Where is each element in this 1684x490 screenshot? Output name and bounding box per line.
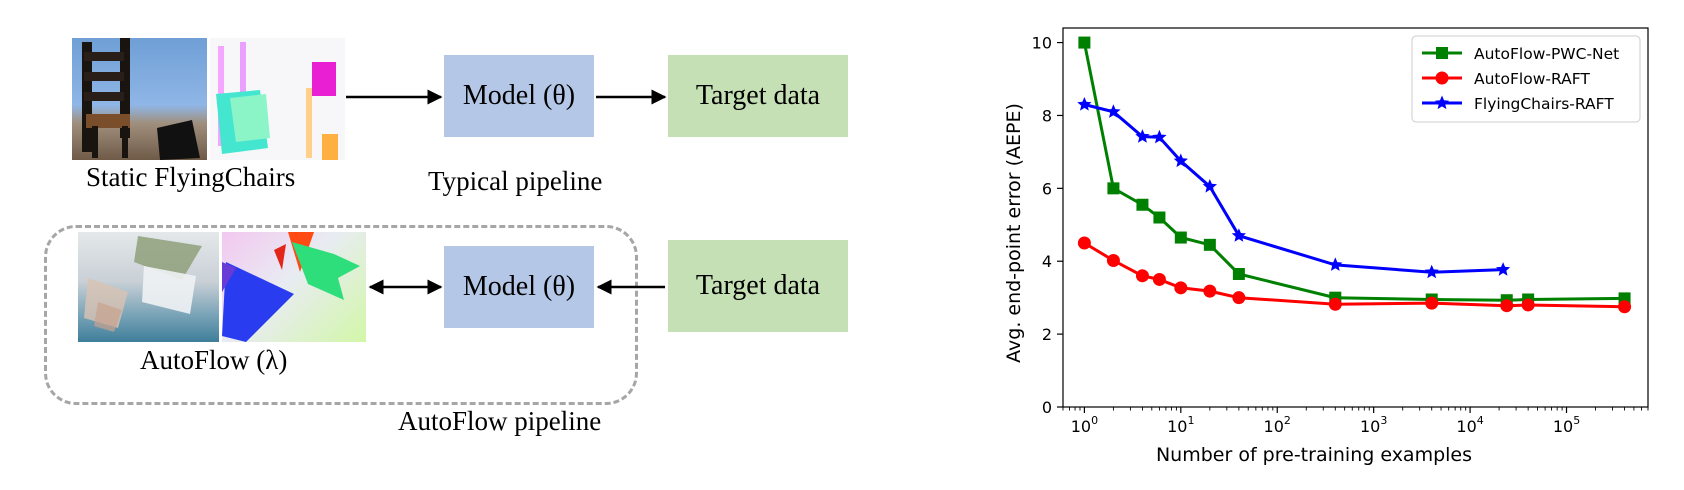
autoflow-dashed-group bbox=[44, 225, 638, 405]
data-point bbox=[1231, 228, 1246, 242]
autoflow-graphic bbox=[84, 236, 202, 332]
data-point bbox=[1152, 272, 1166, 286]
series-autoflow-raft bbox=[1077, 236, 1632, 314]
data-point bbox=[1232, 267, 1245, 280]
series-line bbox=[1084, 103, 1504, 274]
data-point bbox=[1152, 129, 1167, 144]
data-point bbox=[1174, 281, 1188, 295]
x-tick-label: 101 bbox=[1167, 414, 1194, 436]
typical-target-label: Target data bbox=[695, 80, 821, 111]
autoflow-model-box: Model (θ) bbox=[444, 246, 594, 328]
legend-label: AutoFlow-RAFT bbox=[1474, 70, 1590, 88]
data-point bbox=[1521, 298, 1535, 312]
y-tick-label: 2 bbox=[1042, 325, 1052, 344]
data-point bbox=[1173, 153, 1188, 168]
series-flyingchairs-raft bbox=[1077, 97, 1511, 279]
y-tick-label: 4 bbox=[1042, 252, 1052, 271]
chart-series bbox=[1077, 36, 1632, 314]
data-point bbox=[1203, 284, 1217, 298]
y-tick-label: 6 bbox=[1042, 179, 1052, 198]
data-point bbox=[1618, 300, 1632, 314]
typical-target-box: Target data bbox=[668, 55, 848, 137]
autoflow-target-label: Target data bbox=[695, 270, 821, 301]
typical-pipeline-caption: Typical pipeline bbox=[428, 166, 603, 196]
x-tick-label: 102 bbox=[1264, 414, 1291, 436]
chairs-image bbox=[72, 38, 207, 160]
data-point bbox=[1328, 297, 1342, 311]
x-tick-label: 104 bbox=[1456, 414, 1483, 436]
data-point bbox=[1078, 36, 1091, 49]
flow-graphic bbox=[216, 42, 338, 160]
y-tick-label: 8 bbox=[1042, 106, 1052, 125]
plot-frame bbox=[1062, 27, 1649, 408]
y-axis-label: Avg. end-point error (AEPE) bbox=[1003, 103, 1025, 363]
typical-model-label: Model (θ) bbox=[462, 80, 576, 111]
data-point bbox=[1328, 257, 1343, 271]
data-point bbox=[1153, 211, 1166, 224]
legend-label: FlyingChairs-RAFT bbox=[1474, 95, 1614, 113]
autoflow-label: AutoFlow (λ) bbox=[140, 345, 288, 375]
data-point bbox=[1232, 291, 1246, 305]
data-point bbox=[1077, 97, 1092, 111]
legend-marker bbox=[1435, 71, 1449, 85]
x-tick-label: 100 bbox=[1071, 414, 1098, 436]
legend-marker bbox=[1434, 95, 1450, 110]
autoflow-image bbox=[78, 232, 219, 342]
autoflow-model-label: Model (θ) bbox=[462, 271, 576, 302]
legend-box bbox=[1411, 35, 1641, 123]
autoflow-pipeline-caption: AutoFlow pipeline bbox=[398, 406, 602, 436]
data-point bbox=[1136, 198, 1149, 211]
data-point bbox=[1135, 269, 1149, 283]
flow-image bbox=[210, 38, 345, 160]
autoflow-target-box: Target data bbox=[668, 240, 848, 332]
legend-marker bbox=[1436, 47, 1448, 59]
x-tick-label: 105 bbox=[1553, 414, 1580, 436]
data-point bbox=[1203, 238, 1216, 251]
data-point bbox=[1174, 231, 1187, 244]
diagram-arrows bbox=[346, 89, 667, 295]
chart-axes: 0 2 4 6 8 10 100 101 102 103 104 105 bbox=[1032, 27, 1649, 436]
y-tick-label: 0 bbox=[1042, 398, 1052, 417]
autoflow-flow-image bbox=[222, 232, 366, 342]
x-axis-label: Number of pre-training examples bbox=[1156, 444, 1472, 466]
legend-label: AutoFlow-PWC-Net bbox=[1474, 45, 1619, 63]
data-point bbox=[1500, 299, 1514, 313]
data-point bbox=[1425, 296, 1439, 310]
data-point bbox=[1424, 264, 1439, 279]
data-point bbox=[1106, 104, 1121, 118]
data-point bbox=[1107, 182, 1120, 195]
y-tick-label: 10 bbox=[1032, 34, 1052, 53]
x-tick-label: 103 bbox=[1360, 414, 1387, 436]
static-flyingchairs-label: Static FlyingChairs bbox=[86, 162, 296, 192]
data-point bbox=[1077, 236, 1091, 250]
autoflow-flow-graphic bbox=[222, 232, 360, 342]
data-point bbox=[1202, 179, 1217, 193]
data-point bbox=[1496, 262, 1511, 276]
data-point bbox=[1106, 254, 1120, 268]
data-point bbox=[1135, 129, 1150, 143]
typical-model-box: Model (θ) bbox=[444, 55, 594, 137]
chair-graphic bbox=[82, 38, 200, 160]
